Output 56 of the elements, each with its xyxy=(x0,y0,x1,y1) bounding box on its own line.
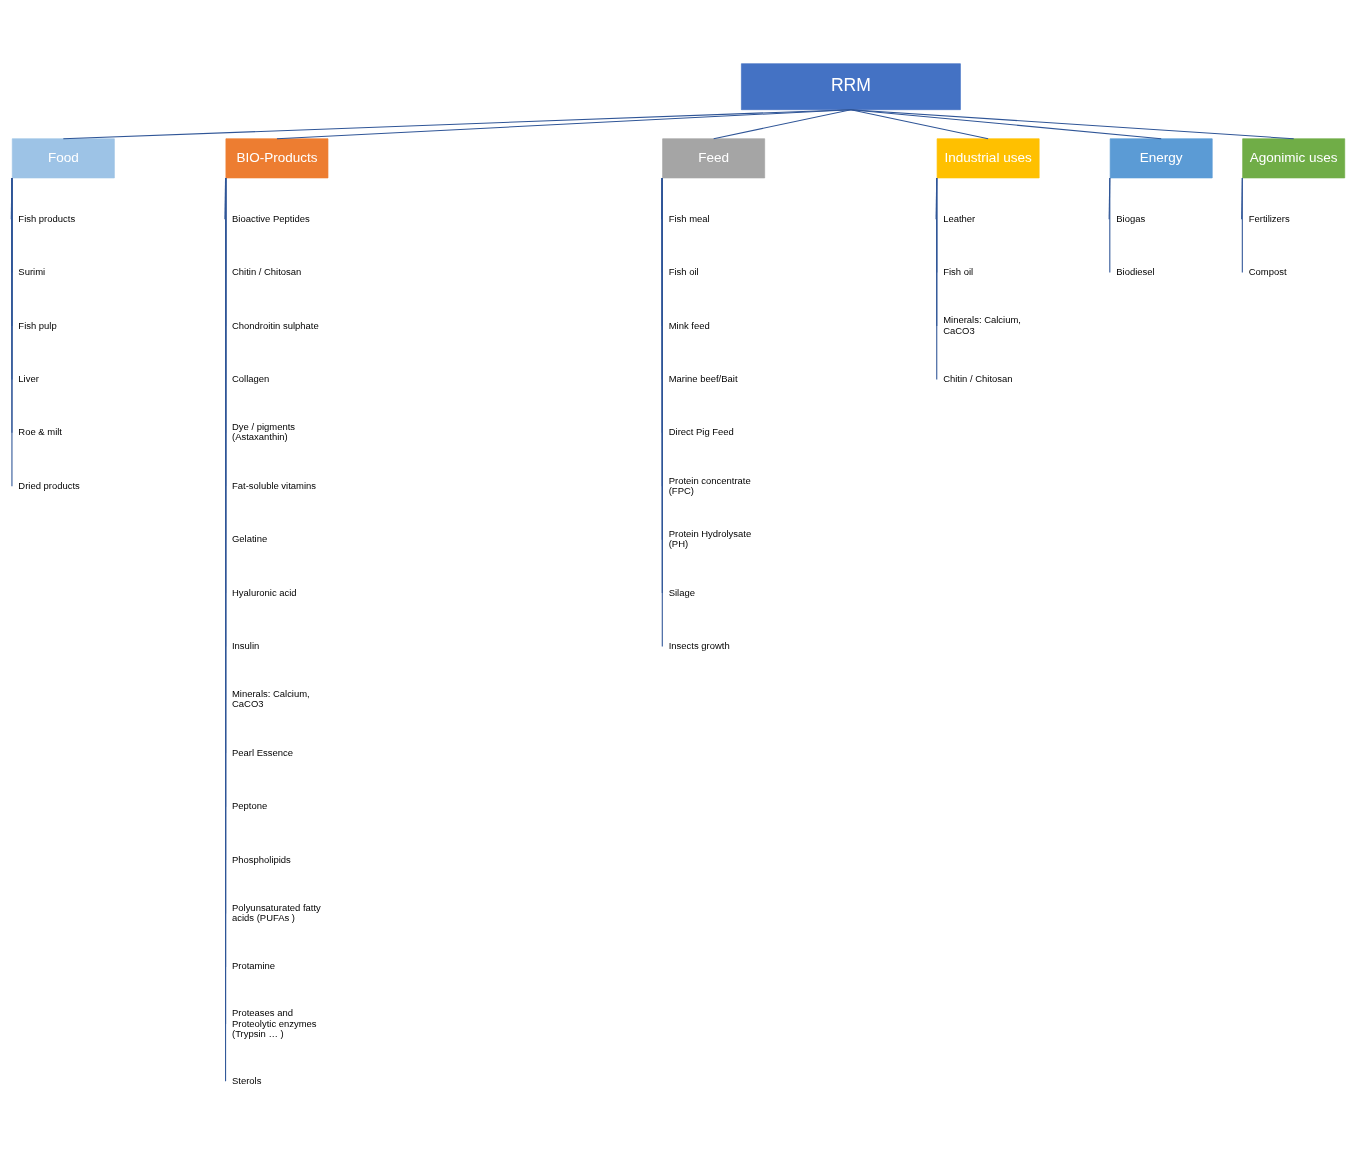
node-text: Gelatine xyxy=(231,532,268,544)
node-text: Fish oil xyxy=(668,265,699,277)
node-text: Bioactive Peptides xyxy=(231,212,310,224)
connector xyxy=(276,108,852,139)
node-box: Energy xyxy=(1109,137,1213,178)
node-text: Silage xyxy=(668,586,695,598)
node-text: Hyaluronic acid xyxy=(231,586,297,598)
node-text: Minerals: Calcium, CaCO3 xyxy=(943,313,1021,336)
node-text: Biodiesel xyxy=(1116,265,1155,277)
node-text: Roe & milt xyxy=(18,425,62,437)
node-text: Direct Pig Feed xyxy=(668,425,734,437)
node-text: Proteases and Proteolytic enzymes (Trypsin … ) xyxy=(231,1006,317,1039)
connector xyxy=(713,108,852,139)
connector xyxy=(62,108,852,139)
node-text: Fat-soluble vitamins xyxy=(231,479,317,491)
node-text: Liver xyxy=(18,372,39,384)
connector xyxy=(850,108,1295,139)
node-text: Chondroitin sulphate xyxy=(231,319,319,330)
node-text: Fish products xyxy=(18,212,76,224)
node-text: Pearl Essence xyxy=(231,746,293,758)
connector xyxy=(850,108,989,139)
node-text: Insulin xyxy=(231,639,260,651)
node-text: Fish meal xyxy=(668,212,710,224)
node-text: Protamine xyxy=(231,959,276,971)
node-text: Protein Hydrolysate (PH) xyxy=(668,527,752,549)
node-text: Biogas xyxy=(1116,212,1146,224)
node-text: Chitin / Chitosan xyxy=(231,265,302,277)
node-text: Surimi xyxy=(18,265,46,277)
node-box: Industrial uses xyxy=(936,137,1040,178)
node-text: Insects growth xyxy=(668,639,730,651)
node-text: Fish oil xyxy=(943,265,974,277)
node-text: Dried products xyxy=(18,479,80,491)
node-text: Polyunsaturated fatty acids (PUFAs ) xyxy=(231,901,321,923)
node-box: Food xyxy=(11,137,115,178)
node-text: Sterols xyxy=(231,1074,262,1086)
connector xyxy=(850,108,1162,139)
connector xyxy=(1109,176,1111,273)
node-text: Phospholipids xyxy=(231,853,291,865)
connector xyxy=(936,176,938,380)
node-box: Feed xyxy=(662,137,766,178)
node-box: Agonimic uses xyxy=(1242,137,1346,178)
node-text: Marine beef/Bait xyxy=(668,372,738,384)
connector xyxy=(1241,176,1243,273)
node-text: Chitin / Chitosan xyxy=(943,372,1013,384)
node-text: Protein concentrate (FPC) xyxy=(668,474,751,496)
node-text: Fish pulp xyxy=(18,319,57,330)
node-text: Leather xyxy=(943,212,976,224)
node-text: Dye / pigments (Astaxanthin) xyxy=(231,420,296,442)
node-text: Compost xyxy=(1248,265,1287,277)
node-box: BIO-Products xyxy=(225,137,329,178)
node-text: Minerals: Calcium, CaCO3 xyxy=(231,687,310,709)
node-text: Fertilizers xyxy=(1248,212,1290,224)
node-text: Collagen xyxy=(231,372,270,384)
node-text: Peptone xyxy=(231,799,268,811)
node-box: RRM xyxy=(741,62,961,110)
node-text: Mink feed xyxy=(668,319,710,330)
